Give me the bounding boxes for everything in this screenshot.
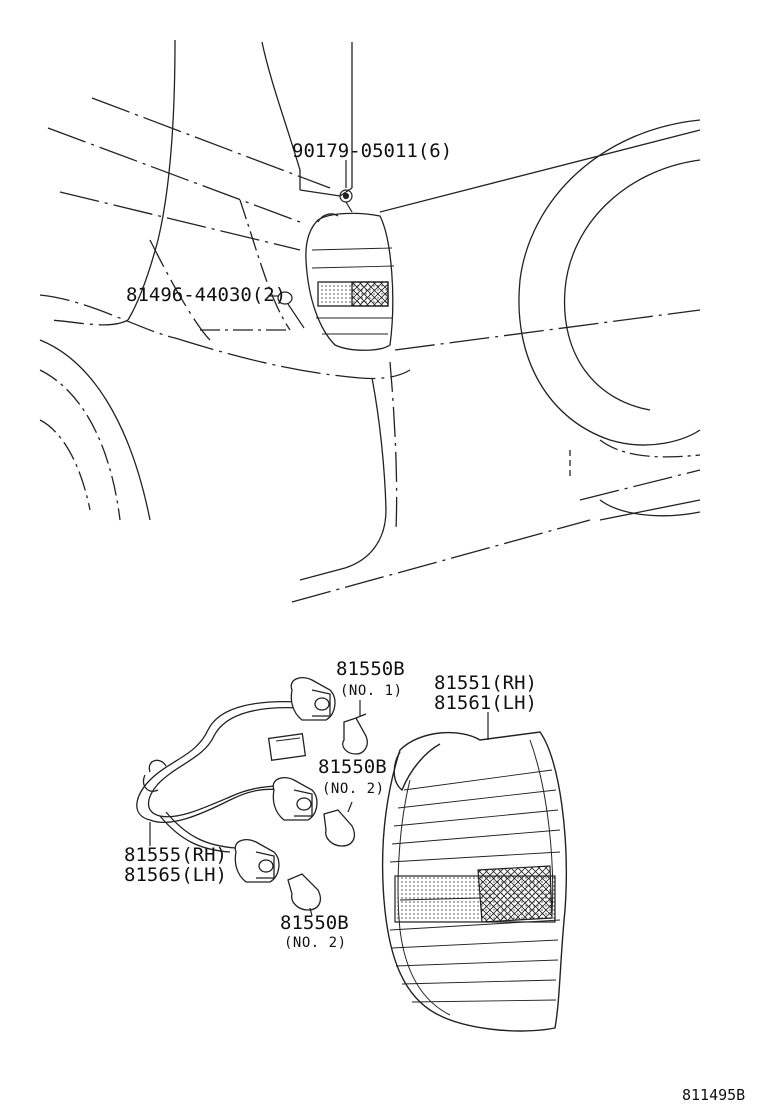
installed-lamp-illustration [305,212,395,351]
callout-bulb-no2b-note: (NO. 2) [284,935,347,951]
figure-code: 811495B [682,1086,746,1104]
callout-clip-part-number: 81496-44030(2) [126,284,287,306]
vehicle-body-outline [39,39,701,603]
socket-and-wire-harness [136,676,336,883]
bulb-no2b [287,873,322,911]
bulb-no1 [342,713,368,755]
rear-combination-lamp [381,731,567,1032]
wedge-bulbs [287,713,368,911]
callout-bulb-no1-note: (NO. 1) [340,683,403,699]
callout-bulb-no2a-part-number: 81550B [318,756,387,778]
bottom-leader-lines [149,700,489,917]
callout-bulb-no2a-note: (NO. 2) [322,781,385,797]
callout-socket-rh-part-number: 81555(RH) [124,844,227,866]
top-leader-lines [268,160,353,329]
callout-socket-lh-part-number: 81565(LH) [124,864,227,886]
callout-bulb-no2b-part-number: 81550B [280,912,349,934]
callout-lamp-rh-part-number: 81551(RH) [434,672,537,694]
callout-lamp-lh-part-number: 81561(LH) [434,692,537,714]
bulb-no2a [323,809,356,847]
callout-screw-part-number: 90179-05011(6) [292,140,453,162]
callout-bulb-no1-part-number: 81550B [336,658,405,680]
